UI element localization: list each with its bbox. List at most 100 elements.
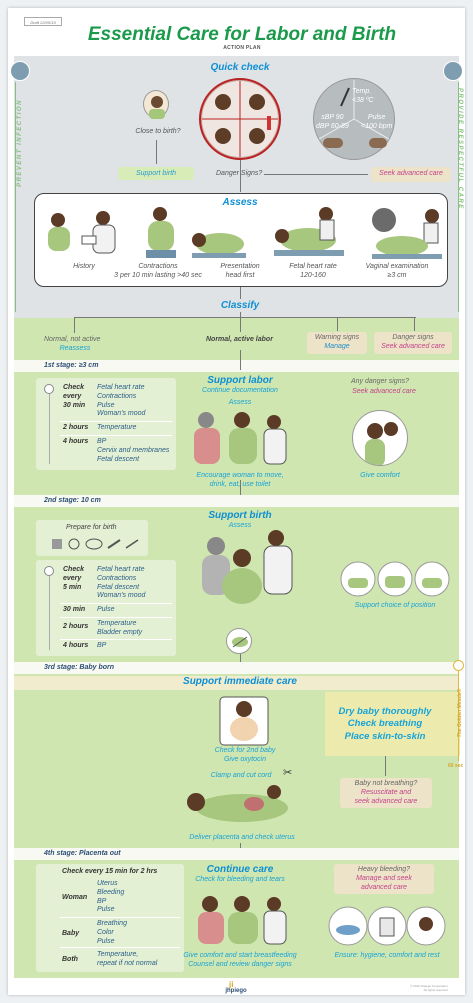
stage2-bar bbox=[14, 495, 459, 507]
history-illustration bbox=[40, 208, 124, 260]
normal-active-text: Normal, active labor bbox=[206, 336, 273, 343]
support-birth-illustration bbox=[196, 526, 304, 608]
baby-items: Breathing Color Pulse bbox=[97, 920, 127, 945]
classify-drop-left bbox=[74, 317, 75, 333]
manage-seek-text: Manage and seek advanced care bbox=[356, 874, 412, 891]
scissors-icon: ✂ bbox=[283, 767, 293, 779]
arrow-danger-to-seek bbox=[264, 174, 368, 175]
stage1-check-items: Fetal heart rate Contractions Pulse Woma… bbox=[97, 384, 146, 418]
breastfeeding-illustration bbox=[190, 890, 294, 948]
baby-skin-to-skin-illustration bbox=[216, 695, 272, 747]
stage4-check-box bbox=[36, 864, 184, 972]
copyright-text: © 2019 Jhpiego Corporation All rights re… bbox=[410, 984, 448, 992]
stage4-rule-2 bbox=[60, 947, 180, 948]
stage3-bar bbox=[14, 662, 459, 674]
stage-connector-3 bbox=[240, 654, 241, 668]
faces-icon bbox=[443, 61, 463, 81]
hygiene-icons bbox=[328, 906, 446, 946]
stage-connector-1 bbox=[240, 350, 241, 370]
stage1-rule-1 bbox=[60, 421, 172, 422]
support-birth-heading: Support birth bbox=[208, 510, 272, 521]
sixty-sec-text: 60 sec bbox=[448, 763, 464, 769]
dry-baby-text: Dry baby thoroughly Check breathing Plac… bbox=[338, 706, 432, 742]
stage2-check-items: Fetal heart rate Contractions Fetal desc… bbox=[97, 566, 146, 600]
stage1-row3-items: BP Cervix and membranes Fetal descent bbox=[97, 438, 170, 463]
stage2-row4-items: BP bbox=[97, 642, 107, 649]
stage1-label: 1st stage: ≥3 cm bbox=[44, 362, 99, 369]
support-birth-box: Support birth bbox=[118, 167, 194, 180]
classify-branch-line bbox=[74, 317, 416, 318]
heavy-bleeding-box: Heavy bleeding? Manage and seek advanced… bbox=[334, 864, 434, 895]
stage2-row3-items: Temperature Bladder empty bbox=[97, 620, 143, 636]
give-comfort-breastfeeding-text: Give comfort and start breastfeeding Cou… bbox=[183, 952, 297, 968]
both-items: Temperature, repeat if not normal bbox=[97, 951, 158, 967]
baby-not-breathing-text: Baby not breathing? bbox=[354, 780, 418, 787]
jhpiego-logo-text: jhpiego bbox=[225, 988, 247, 994]
check-2nd-baby-text: Check for 2nd baby bbox=[214, 747, 276, 754]
stage4-rule-1 bbox=[60, 917, 180, 918]
ensure-text: Ensure: hygiene, comfort and rest bbox=[334, 952, 440, 959]
give-comfort-text: Give comfort bbox=[360, 472, 400, 479]
jhpiego-logo-mark: ji bbox=[229, 980, 234, 989]
draft-label: Draft 22/05/19 bbox=[24, 17, 62, 26]
vaginal-exam-illustration bbox=[366, 206, 444, 260]
temp-text: Temp. <38 ºC bbox=[352, 88, 374, 104]
position-icons bbox=[340, 560, 450, 598]
bp-text: sBP 90 dBP 60-89 bbox=[316, 114, 349, 130]
vitals-dividers bbox=[318, 80, 390, 140]
support-labor-heading: Support labor bbox=[207, 375, 273, 386]
stage2-check-box bbox=[36, 560, 176, 656]
stage2-row2-time: 30 min bbox=[63, 606, 86, 613]
heavy-bleeding-text: Heavy bleeding? bbox=[357, 866, 411, 873]
stage2-clock-icon bbox=[44, 566, 54, 576]
stage1-clock-icon bbox=[44, 384, 54, 394]
stage1-check-head: Check every 30 min bbox=[63, 384, 86, 409]
side-rule-right bbox=[458, 82, 459, 312]
birth-kit-icons bbox=[50, 536, 140, 552]
stage2-clock-line bbox=[49, 576, 50, 650]
stage1-assess-text: Assess bbox=[228, 399, 252, 406]
danger-signs-illustration bbox=[202, 81, 278, 157]
pulse-text: Pulse <100 bpm bbox=[361, 114, 393, 130]
arrow-assess-to-classify bbox=[240, 287, 241, 299]
stage3-brown-panel bbox=[14, 676, 459, 690]
baby-not-breathing-box: Baby not breathing? Resuscitate and seek… bbox=[340, 778, 432, 809]
support-position-text: Support choice of position bbox=[354, 602, 436, 609]
stage3-yellow-panel bbox=[325, 692, 460, 756]
support-immediate-care-heading: Support immediate care bbox=[183, 676, 297, 687]
stage1-clock-line bbox=[49, 394, 50, 464]
normal-not-active-text: Normal, not active bbox=[44, 336, 101, 343]
stage2-rule-2 bbox=[60, 617, 172, 618]
presentation-illustration bbox=[190, 226, 248, 260]
contractions-illustration bbox=[136, 204, 184, 260]
encourage-text: Encourage woman to move, drink, eat, use… bbox=[196, 472, 284, 488]
classify-drop-center bbox=[240, 312, 241, 332]
woman-items: Uterus Bleeding BP Pulse bbox=[97, 880, 125, 914]
stage1-bar bbox=[14, 360, 459, 372]
stage1-seek-text: Seek advanced care bbox=[352, 388, 416, 395]
golden-minute-clock-icon bbox=[453, 660, 464, 671]
support-labor-illustration bbox=[184, 408, 296, 468]
page-subtitle: ACTION PLAN bbox=[223, 45, 261, 51]
both-label: Both bbox=[62, 956, 78, 963]
any-danger-text: Any danger signs? bbox=[351, 378, 409, 385]
fetal-heart-rate-illustration bbox=[268, 204, 348, 260]
arrow-close-to-birth-down bbox=[156, 140, 157, 164]
cord-clamp-icon bbox=[226, 628, 252, 654]
stage2-row3-time: 2 hours bbox=[63, 623, 89, 630]
golden-minute-line bbox=[458, 671, 459, 761]
assess-vaginal-label: Vaginal examination ≥3 cm bbox=[365, 263, 429, 279]
assess-history-label: History bbox=[73, 263, 95, 270]
quick-check-heading: Quick check bbox=[210, 62, 270, 73]
classify-drop-danger bbox=[414, 317, 415, 331]
stage1-row2-items: Temperature bbox=[97, 424, 137, 431]
check-bleeding-text: Check for bleeding and tears bbox=[195, 876, 285, 883]
warning-signs-text: Warning signs bbox=[314, 334, 360, 341]
seek-advanced-care-box: Seek advanced care bbox=[371, 167, 451, 182]
placenta-delivery-illustration bbox=[184, 784, 296, 826]
manage-text: Manage bbox=[324, 342, 350, 350]
arrow-quickcheck-to-assess bbox=[240, 160, 241, 192]
stage1-rule-2 bbox=[60, 435, 172, 436]
assess-fhr-label: Fetal heart rate 120-160 bbox=[289, 263, 337, 279]
danger-signs-classify-text: Danger signs bbox=[392, 334, 434, 341]
